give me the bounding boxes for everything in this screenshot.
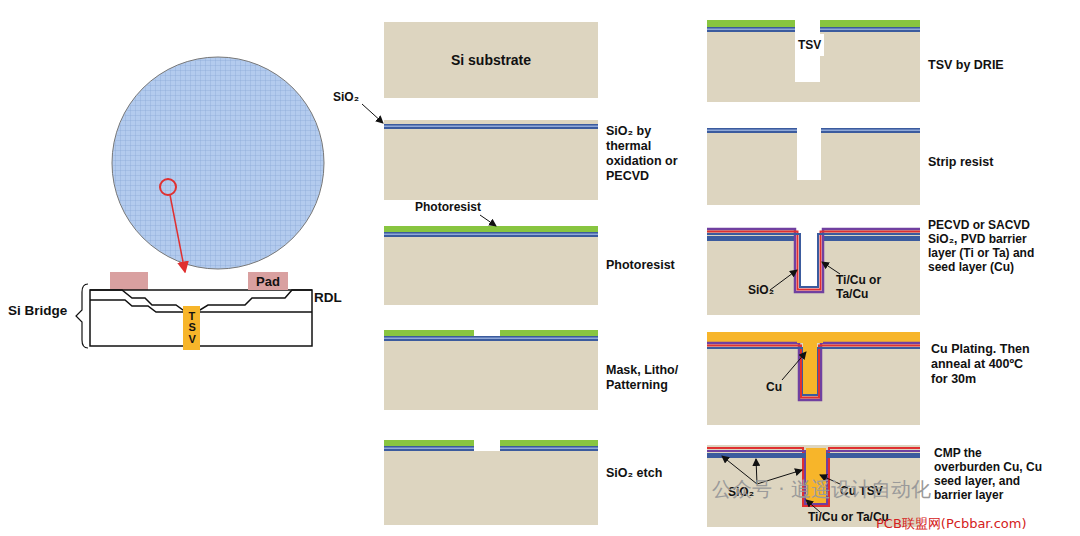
step-label: SiO₂ etch (606, 466, 686, 481)
step-label: Strip resist (928, 155, 1048, 170)
watermark: PCB联盟网(Pcbbar.com) (876, 516, 1076, 531)
node-text: TSV (798, 38, 821, 52)
node-text: Si substrate (451, 52, 531, 68)
tsv-fill: TSV (183, 306, 200, 350)
watermark: 公众号 · 逍遥设计自动化 (712, 477, 1072, 501)
tsv-hole: TSV (795, 34, 824, 56)
layer-label: Cu (766, 380, 782, 394)
step-label: Cu Plating. Then anneal at 400ºC for 30m (931, 342, 1041, 387)
pad-box: Pad (248, 272, 288, 290)
part-label: RDL (314, 290, 354, 306)
si-bridge-section (76, 272, 312, 348)
layer-label: SiO₂ (333, 90, 359, 104)
process-steps (362, 20, 920, 527)
step-label: Mask, Litho/ Patterning (606, 363, 701, 393)
step-label: TSV by DRIE (928, 58, 1048, 73)
layer-label: SiO₂ (748, 283, 774, 297)
node-text: Pad (256, 274, 280, 289)
node-text: TSV (188, 311, 194, 346)
layer-label: Photoresist (415, 200, 505, 214)
part-label: Si Bridge (8, 303, 80, 319)
step-label: SiO₂ by thermal oxidation or PECVD (606, 124, 696, 184)
substrate-box: Si substrate (384, 22, 598, 98)
layer-label: Ti/Cu or Ta/Cu (836, 273, 898, 301)
step-label: Photoresist (606, 258, 696, 273)
step-label: PECVD or SACVD SiO₂, PVD barrier layer (… (928, 218, 1038, 274)
wafer (112, 57, 324, 272)
step-label: CMP the overburden Cu, Cu seed layer, an… (934, 446, 1044, 502)
